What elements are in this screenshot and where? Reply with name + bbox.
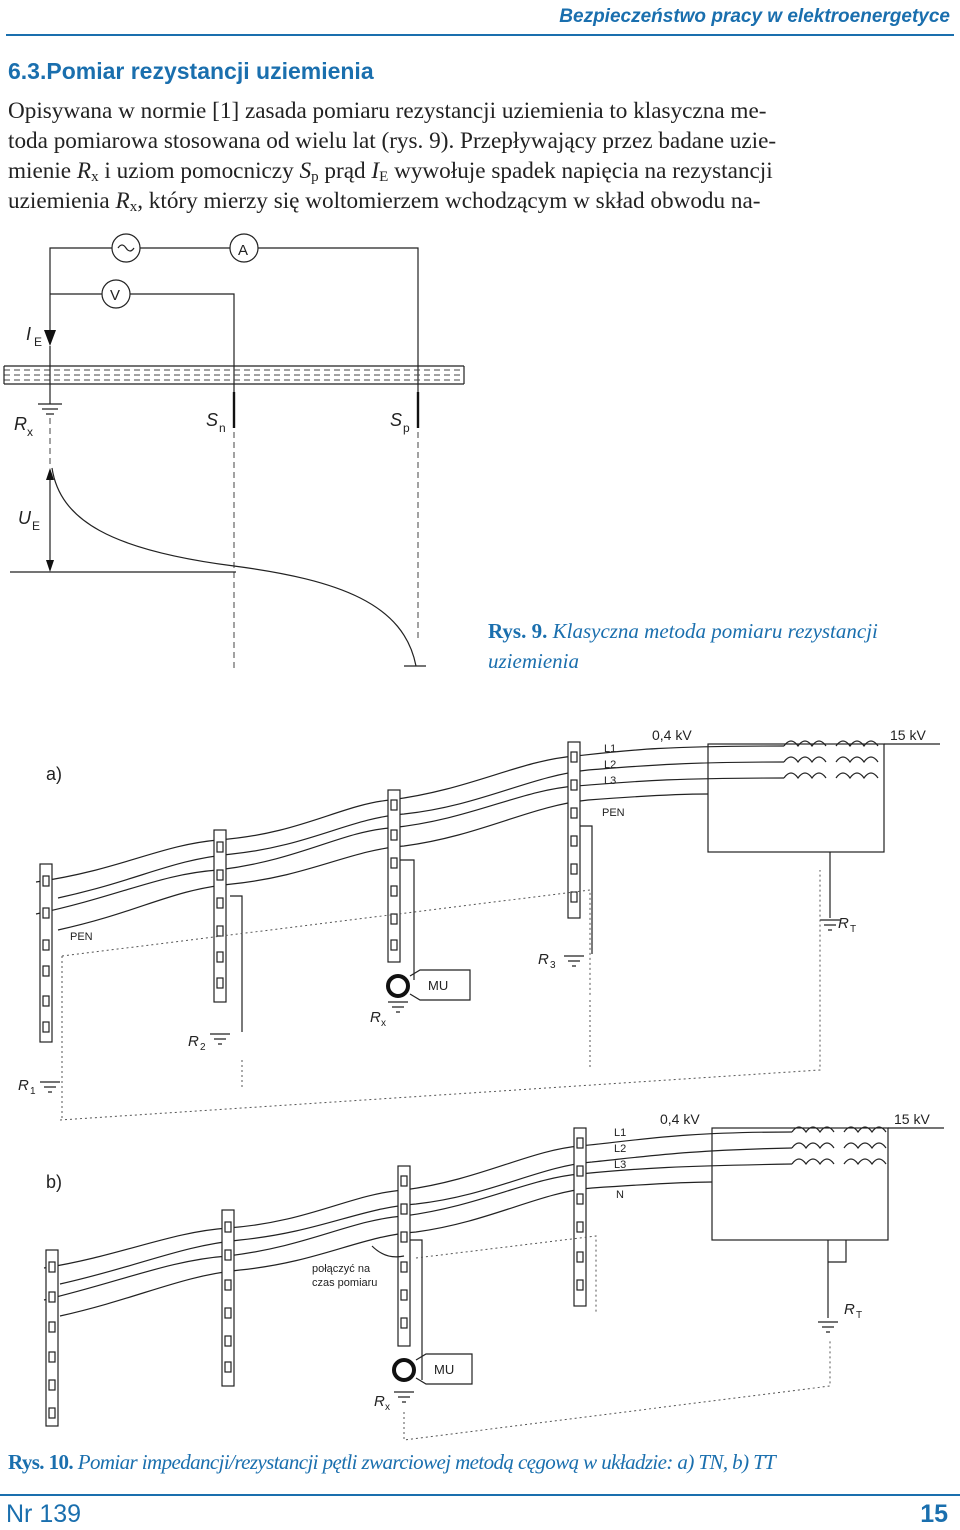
note-line-2: czas pomiaru xyxy=(312,1277,377,1289)
ground-symbol-icon xyxy=(38,403,62,415)
mu-label-b: MU xyxy=(434,1362,454,1377)
para-line-1: Opisywana w normie [1] zasada pomiaru re… xyxy=(8,98,767,124)
ue-arrow-icon xyxy=(46,468,54,572)
transformer-coils-b xyxy=(791,1126,887,1166)
svg-text:1: 1 xyxy=(30,1086,36,1097)
overhead-lines-b xyxy=(43,1131,793,1317)
pole-3-a xyxy=(387,789,401,963)
figure-9-caption: Rys. 9. Klasyczna metoda pomiaru rezysta… xyxy=(488,619,878,673)
fig10a-label: a) xyxy=(46,764,62,784)
svg-text:3: 3 xyxy=(550,960,556,971)
svg-text:L3: L3 xyxy=(614,1159,626,1171)
voltage-low-a: 0,4 kV xyxy=(652,727,692,743)
rx-label-a: R xyxy=(370,1009,381,1026)
overhead-lines-a xyxy=(35,745,785,931)
svg-text:x: x xyxy=(385,1402,390,1413)
current-arrow-icon xyxy=(44,330,56,346)
para-line-4: uziemienia Rx, który mierzy się woltomie… xyxy=(8,188,761,215)
ue-label: U xyxy=(18,508,32,528)
potential-curve xyxy=(51,467,417,667)
current-label-sub: E xyxy=(34,335,42,349)
figure-10b-diagram: b) 0,4 kV 15 kV L1 L2 L3 N xyxy=(43,1111,944,1441)
pole-1-a xyxy=(39,863,53,1043)
header-rule xyxy=(6,34,954,36)
voltage-high-a: 15 kV xyxy=(890,727,926,743)
para-line-3: mienie Rx i uziom pomocniczy Sp prąd IE … xyxy=(8,158,773,185)
voltage-high-b: 15 kV xyxy=(894,1111,930,1127)
pen-label-a2: PEN xyxy=(70,931,93,943)
running-header: Bezpieczeństwo pracy w elektroenergetyce xyxy=(559,6,950,27)
pole-4-b xyxy=(573,1127,587,1307)
current-label: I xyxy=(26,324,31,344)
rt-label-b: R xyxy=(844,1301,855,1318)
voltage-low-b: 0,4 kV xyxy=(660,1111,700,1127)
figure-9-diagram: A V I E R x S n S p U E xyxy=(3,233,465,668)
r2-label: R xyxy=(188,1033,199,1050)
ammeter-label: A xyxy=(238,242,248,259)
body-paragraph: Opisywana w normie [1] zasada pomiaru re… xyxy=(8,96,952,216)
svg-text:L1: L1 xyxy=(614,1127,626,1139)
n-label-b: N xyxy=(616,1189,624,1201)
svg-text:x: x xyxy=(27,425,33,439)
svg-text:T: T xyxy=(850,924,856,935)
issue-number: Nr 139 xyxy=(6,1500,82,1528)
svg-text:L3: L3 xyxy=(604,775,616,787)
pole-2-b xyxy=(221,1209,235,1387)
mu-label-a: MU xyxy=(428,978,448,993)
note-line-1: połączyć na xyxy=(312,1263,371,1275)
sn-label: S xyxy=(206,410,218,430)
pole-2-a xyxy=(213,829,227,1003)
pole-4-a xyxy=(567,741,581,919)
sp-label: S xyxy=(390,410,402,430)
svg-text:p: p xyxy=(403,421,410,435)
svg-text:n: n xyxy=(219,421,226,435)
r3-label: R xyxy=(538,951,549,968)
pen-label-a: PEN xyxy=(602,807,625,819)
pole-1-b xyxy=(45,1249,59,1427)
page-number: 15 xyxy=(920,1500,948,1528)
rt-label-a: R xyxy=(838,915,849,932)
footer-rule xyxy=(0,1494,960,1496)
svg-text:2: 2 xyxy=(200,1042,206,1053)
svg-text:T: T xyxy=(856,1310,862,1321)
r1-label: R xyxy=(18,1077,29,1094)
clamp-meter-icon-b xyxy=(392,1358,416,1382)
transformer-box-b xyxy=(711,1127,889,1241)
ground-surface xyxy=(3,365,465,385)
rx-label: R xyxy=(14,414,27,434)
transformer-coils-a xyxy=(783,740,879,780)
rx-label-b: R xyxy=(374,1393,385,1410)
para-line-2: toda pomiarowa stosowana od wielu lat (r… xyxy=(8,128,777,154)
section-title: 6.3.Pomiar rezystancji uziemienia xyxy=(8,58,374,84)
svg-text:L2: L2 xyxy=(614,1143,626,1155)
clamp-meter-icon xyxy=(386,974,410,998)
svg-text:E: E xyxy=(32,519,40,533)
figure-10a-diagram: a) 0,4 kV 15 kV L1 L2 L3 PEN xyxy=(18,727,940,1121)
figure-10-caption: Rys. 10. Pomiar impedancji/rezystancji p… xyxy=(8,1450,776,1474)
svg-text:x: x xyxy=(381,1018,386,1029)
fig10b-label: b) xyxy=(46,1172,62,1192)
voltmeter-label: V xyxy=(110,287,120,304)
